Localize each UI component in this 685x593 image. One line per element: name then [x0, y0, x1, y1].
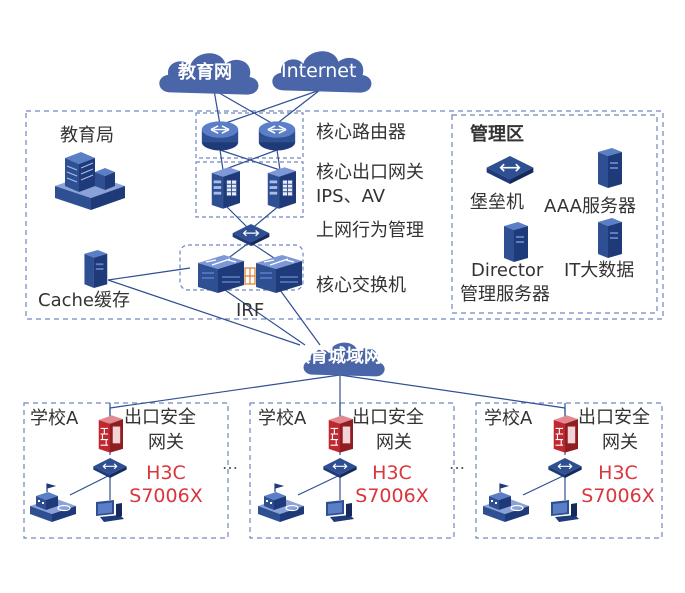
school-gateway-label-2: 网关	[148, 432, 184, 453]
cloud-label-internet: Internet	[281, 60, 357, 82]
behavior-mgmt-label: 上网行为管理	[316, 220, 424, 241]
behavior-mgmt-icon	[232, 224, 270, 246]
router-icon	[201, 120, 239, 152]
ellipsis-separator: …	[449, 454, 465, 473]
school-container-1	[23, 402, 229, 539]
school-gateway-label-2: 网关	[376, 432, 412, 453]
firewall-server-icon	[211, 166, 240, 210]
core-switch-icon	[256, 254, 302, 293]
school-building-icon	[30, 483, 76, 522]
school-building-icon	[258, 483, 304, 522]
school-model-line1: H3C	[598, 462, 638, 484]
it-bigdata-label: IT大数据	[564, 260, 635, 281]
connection-lines	[69, 89, 566, 500]
irf-label: IRF	[236, 300, 265, 321]
core-switch-icon	[198, 254, 244, 293]
school-name: 学校A	[484, 408, 533, 429]
aaa-label: AAA服务器	[544, 196, 636, 217]
red-firewall-icon	[98, 415, 123, 453]
server-tower-icon	[598, 148, 622, 188]
director-mgmt-label: 管理服务器	[460, 284, 550, 305]
bastion-host-icon	[486, 156, 534, 184]
school-gateway-label: 出口安全	[124, 407, 196, 428]
server-tower-icon	[504, 222, 528, 262]
school-building-icon	[483, 483, 529, 522]
server-tower-icon	[598, 218, 622, 258]
mgmt-zone-container	[451, 114, 658, 314]
cache-label: Cache缓存	[38, 290, 130, 311]
desktop-pc-icon	[551, 500, 579, 522]
school-container-3	[475, 402, 663, 539]
school-model-line1: H3C	[146, 462, 186, 484]
red-firewall-icon	[328, 415, 353, 453]
cloud-label-edu-net: 教育网	[178, 62, 232, 83]
router-icon	[258, 120, 296, 152]
core-gateway-ips-label: IPS、AV	[316, 186, 386, 207]
bureau-title: 教育局	[60, 125, 114, 146]
school-model-line2: S7006X	[581, 485, 655, 507]
mgmt-zone-title: 管理区	[470, 124, 524, 145]
core-gateway-label: 核心出口网关	[316, 162, 424, 183]
school-gateway-label-2: 网关	[602, 432, 638, 453]
school-model-line1: H3C	[372, 462, 412, 484]
server-tower-icon	[84, 250, 108, 288]
school-model-line2: S7006X	[355, 485, 429, 507]
router-group-box	[195, 112, 304, 159]
school-name: 学校A	[30, 408, 79, 429]
ellipsis-separator: …	[222, 454, 238, 473]
school-container-2	[249, 402, 455, 539]
irf-link-cross	[245, 268, 255, 284]
desktop-pc-icon	[96, 500, 124, 522]
core-switch-label: 核心交换机	[316, 275, 406, 296]
bastion-label: 堡垒机	[470, 192, 524, 213]
school-name: 学校A	[258, 408, 307, 429]
firewall-server-icon	[267, 166, 296, 210]
gateway-group-box	[195, 161, 304, 218]
school-gateway-label: 出口安全	[578, 407, 650, 428]
core-switch-group-box	[179, 244, 304, 291]
school-model-line2: S7006X	[129, 485, 203, 507]
bureau-container	[25, 110, 664, 320]
director-label: Director	[471, 260, 544, 281]
cloud-label-metro: 教育城域网	[292, 346, 382, 367]
school-gateway-label: 出口安全	[352, 407, 424, 428]
data-center-icon	[54, 151, 126, 210]
core-router-label: 核心路由器	[316, 122, 406, 143]
access-switch-icon	[92, 458, 128, 478]
red-firewall-icon	[553, 415, 578, 453]
